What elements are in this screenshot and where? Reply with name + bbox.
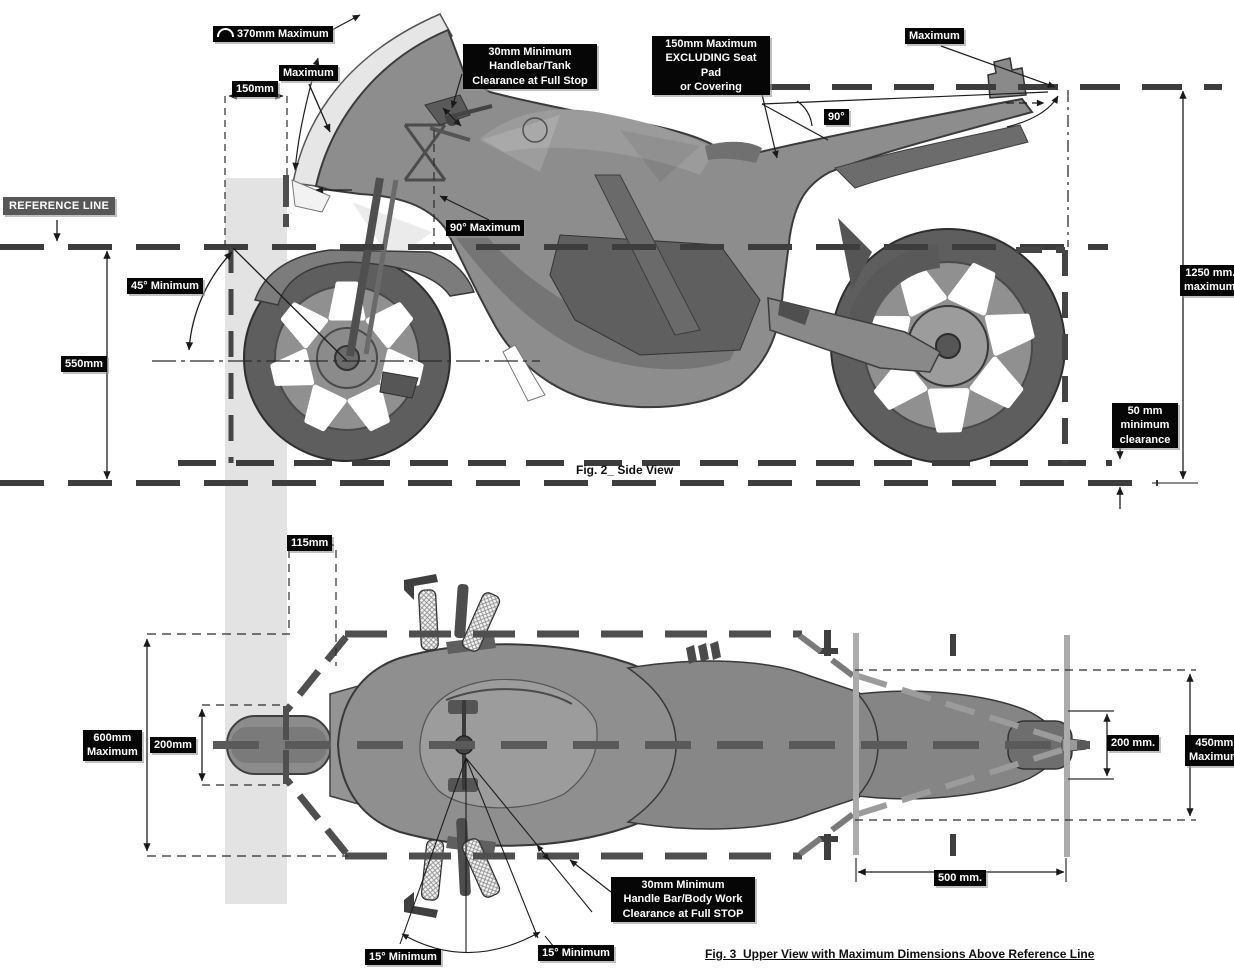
top-view-construction (147, 550, 1196, 882)
label-15deg-right: 15° Minimum (538, 945, 614, 962)
label-600mm-maximum: 600mm Maximum (83, 730, 142, 761)
side-view-construction (0, 84, 1222, 486)
label-150mm: 150mm (232, 81, 278, 98)
label-550mm: 550mm (61, 356, 107, 373)
caption-fig3: Fig. 3_Upper View with Maximum Dimension… (705, 947, 1095, 961)
label-500mm: 500 mm. (934, 870, 987, 887)
label-200mm-right: 200 mm. (1107, 735, 1160, 752)
label-115mm: 115mm (287, 535, 333, 552)
label-screen-maximum: Maximum (279, 65, 338, 82)
windscreen-arc-text: 370mm Maximum (237, 28, 329, 40)
caption-fig2: Fig. 2_ Side View (576, 463, 674, 477)
label-front-angle-45min: 45° Minimum (127, 278, 203, 295)
label-1250mm-maximum: 1250 mm. maximum (1180, 265, 1234, 296)
label-450mm-maximum: 450mm Maximum (1185, 735, 1234, 766)
side-view-bike (243, 13, 1066, 464)
label-reference-line: REFERENCE LINE (3, 197, 116, 216)
label-200mm-left: 200mm (150, 737, 196, 754)
label-15deg-left: 15° Minimum (365, 949, 441, 966)
label-fairing-angle-90max: 90° Maximum (446, 220, 525, 237)
arc-icon (217, 28, 234, 37)
label-seat-height: 150mm Maximum EXCLUDING Seat Pad or Cove… (652, 36, 770, 96)
label-windscreen-arc: 370mm Maximum (213, 26, 333, 43)
label-seat-angle-90: 90° (824, 109, 849, 126)
label-handlebar-bodywork-clearance: 30mm Minimum Handle Bar/Body Work Cleara… (611, 877, 755, 922)
label-handlebar-tank-clearance: 30mm Minimum Handlebar/Tank Clearance at… (463, 44, 597, 89)
label-tail-maximum: Maximum (905, 28, 964, 45)
label-50mm-clearance: 50 mm minimum clearance (1112, 403, 1178, 448)
